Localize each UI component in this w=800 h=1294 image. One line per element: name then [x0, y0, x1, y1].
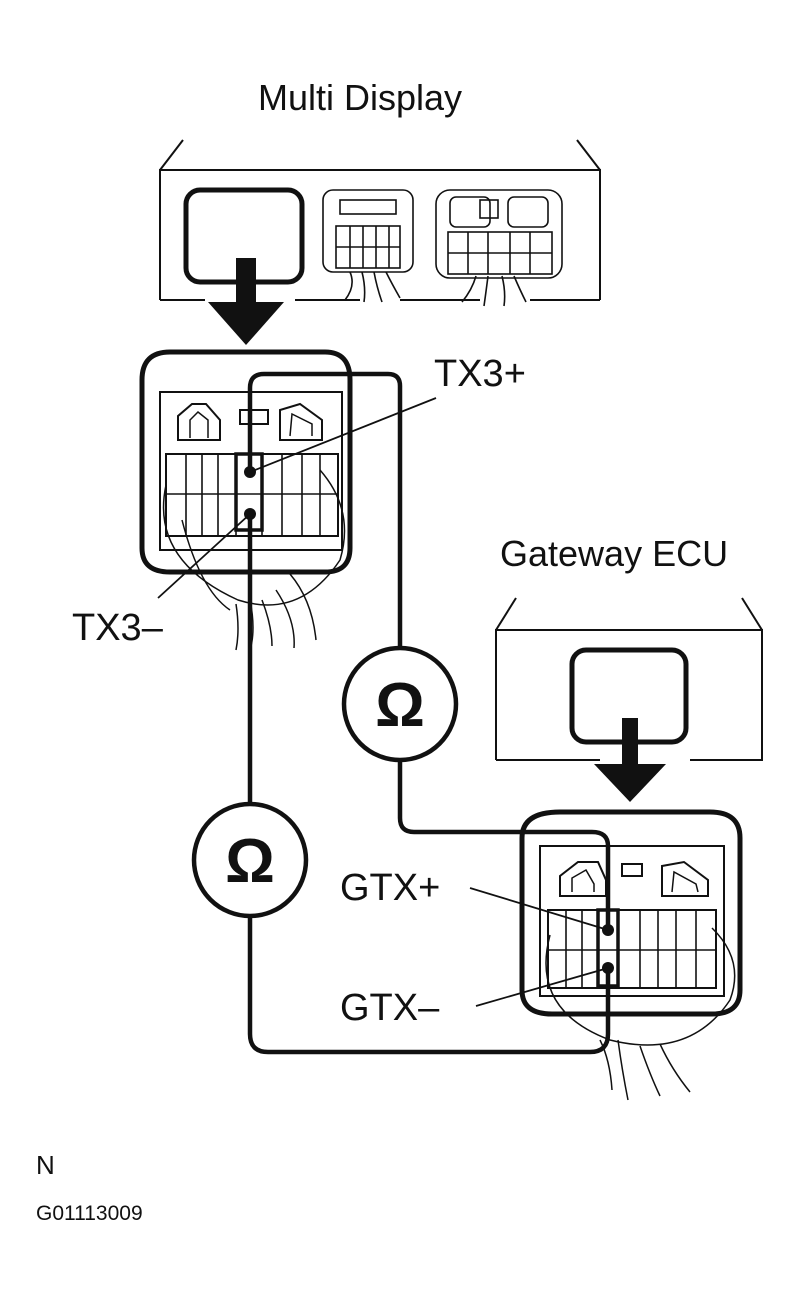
tx3-minus-leader: [157, 513, 251, 599]
ohm-symbol-icon: Ω: [375, 671, 425, 740]
tx3-minus-label: TX3–: [72, 607, 164, 649]
multi-display-connector-2: [322, 189, 414, 303]
multi-display-title: Multi Display: [258, 77, 462, 118]
tx3-plus-leader: [249, 397, 437, 473]
wire-tx3-minus-to-gtx-minus: [247, 514, 611, 1055]
multi-display-housing: [159, 139, 601, 301]
gateway-ecu-arrow-icon: [594, 718, 666, 802]
footer-letter: N: [36, 1150, 55, 1180]
ohmmeter-tx3-minus-gtx-minus: [191, 801, 309, 919]
figure-code: G01113009: [36, 1202, 143, 1225]
gtx-minus-leader: [475, 967, 609, 1007]
gateway-ecu-harness-connector: [519, 809, 743, 1101]
multi-display-arrow-icon: [208, 258, 284, 345]
gateway-ecu-housing: [495, 597, 763, 761]
gateway-ecu-title: Gateway ECU: [500, 533, 728, 574]
ohm-symbol-icon: Ω: [225, 827, 275, 896]
tx3-plus-label: TX3+: [434, 353, 526, 395]
gtx-plus-leader: [469, 887, 609, 931]
gtx-plus-label: GTX+: [340, 867, 440, 909]
wire-tx3-plus-to-gtx-plus: [247, 371, 611, 930]
ohmmeter-tx3-plus-gtx-plus: [341, 645, 459, 763]
multi-display-connector-3: [435, 189, 563, 307]
gtx-minus-label: GTX–: [340, 987, 440, 1029]
multi-display-harness-connector: [139, 349, 353, 651]
